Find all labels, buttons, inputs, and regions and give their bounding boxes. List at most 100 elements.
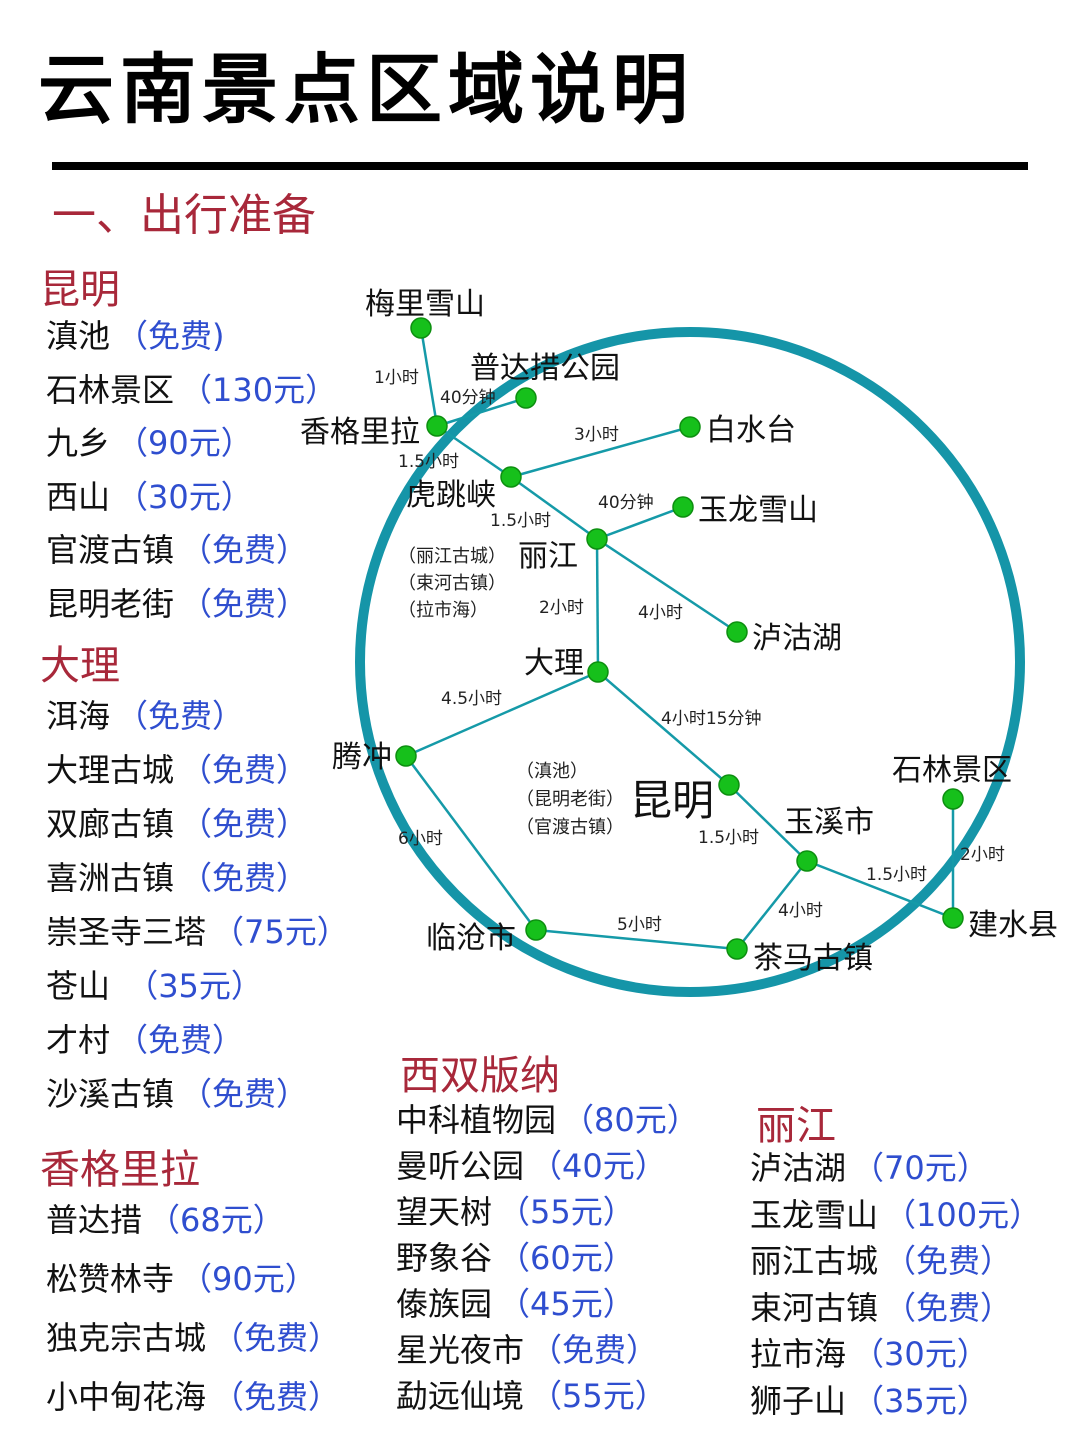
spot-item: 望天树（55元） (396, 1196, 699, 1242)
spot-item: 双廊古镇（免费） (46, 808, 349, 862)
route-line (596, 537, 738, 634)
spot-item: 沙溪古镇（免费） (46, 1078, 349, 1132)
route-time-label: 4小时15分钟 (661, 709, 761, 729)
spot-price: （免费） (180, 751, 309, 789)
spot-name: 勐远仙境 (396, 1377, 525, 1415)
spot-name: 官渡古镇 (46, 531, 175, 569)
node-tengchong (395, 745, 417, 767)
spot-item: 才村（免费） (46, 1024, 349, 1078)
section-heading: 一、出行准备 (52, 190, 316, 241)
spot-price: （45元） (498, 1285, 635, 1323)
region-title: 西双版纳 (400, 1053, 560, 1099)
route-line (436, 424, 512, 479)
spot-item: 拉市海（30元） (750, 1338, 1041, 1385)
node-lijiang (586, 528, 608, 550)
spot-name: 石林景区 (46, 370, 175, 409)
spot-price: （免费） (212, 1378, 341, 1416)
route-time-label: 40分钟 (440, 388, 496, 408)
region-dali: 大理 洱海（免费）大理古城（免费）双廊古镇（免费）喜洲古镇（免费）崇圣寺三塔（7… (40, 646, 349, 1132)
spot-item: 野象谷（60元） (396, 1242, 699, 1288)
spot-item: 滇池（免费) (46, 320, 337, 374)
spot-item: 喜洲古镇（免费） (46, 862, 349, 916)
node-label-yuxi: 玉溪市 (784, 805, 874, 840)
node-label-lijiang: 丽江 (518, 539, 578, 574)
spot-price: （90元） (116, 424, 253, 462)
spot-price: （免费） (180, 531, 309, 569)
spot-price: （免费） (180, 584, 309, 623)
spot-price: （免费) (116, 317, 225, 355)
title-divider (52, 162, 1028, 170)
node-shilin (942, 788, 964, 810)
spot-name: 大理古城 (46, 751, 175, 789)
node-dali (587, 661, 609, 683)
route-line (510, 475, 598, 541)
route-line (510, 425, 691, 479)
kunming-note: （官渡古镇） (516, 817, 624, 838)
route-line (404, 755, 538, 931)
spot-name: 泸沽湖 (750, 1149, 847, 1187)
spot-name: 双廊古镇 (46, 805, 175, 843)
spot-price: （免费） (884, 1288, 1013, 1327)
node-hutiaoxia (500, 466, 522, 488)
spot-name: 喜洲古镇 (46, 859, 175, 897)
route-time-label: 3小时 (574, 425, 619, 445)
spot-name: 九乡 (46, 424, 111, 462)
route-line (596, 505, 684, 541)
spot-list: 泸沽湖（70元）玉龙雪山（100元）丽江古城（免费）束河古镇（免费）拉市海（30… (750, 1152, 1041, 1431)
route-line (436, 396, 527, 428)
spot-list: 中科植物园（80元）曼听公园（40元）望天树（55元）野象谷（60元）傣族园（4… (396, 1104, 699, 1426)
spot-price: （35元） (116, 967, 263, 1005)
route-labels-layer: 1小时40分钟1.5小时3小时1.5小时40分钟4小时2小时4.5小时4小时15… (374, 368, 1005, 935)
spot-item: 普达措（68元） (46, 1204, 340, 1263)
region-title: 昆明 (40, 267, 120, 313)
region-shangrila: 香格里拉 普达措（68元）松赞林寺（90元）独克宗古城（免费）小中甸花海（免费） (40, 1150, 340, 1440)
node-jianshui (942, 907, 964, 929)
spot-price: （90元） (180, 1260, 317, 1298)
spot-price: （68元） (148, 1201, 285, 1239)
spot-item: 西山（30元） (46, 481, 337, 535)
spot-name: 才村 (46, 1021, 111, 1059)
node-label-shangrila: 香格里拉 (300, 415, 420, 450)
route-line (419, 327, 439, 427)
route-line (405, 670, 599, 758)
node-label-pudacuo: 普达措公园 (470, 351, 620, 386)
route-time-label: 6小时 (398, 829, 443, 849)
spot-item: 昆明老街（免费） (46, 588, 337, 642)
spot-price: （40元） (530, 1147, 667, 1185)
route-time-label: 40分钟 (598, 493, 654, 513)
spot-price: （免费） (180, 1075, 309, 1113)
spot-item: 丽江古城（免费） (750, 1245, 1041, 1292)
spot-item: 中科植物园（80元） (396, 1104, 699, 1150)
node-kunming (718, 774, 740, 796)
spot-item: 星光夜市（免费） (396, 1334, 699, 1380)
node-yulong (672, 496, 694, 518)
spot-price: （55元） (498, 1193, 635, 1231)
notes-layer: （丽江古城）（束河古镇）（拉市海）（滇池）（昆明老街）（官渡古镇） (398, 546, 624, 838)
spot-item: 狮子山（35元） (750, 1385, 1041, 1432)
node-pudacuo (515, 387, 537, 409)
node-lincang (525, 919, 547, 941)
spot-name: 拉市海 (750, 1335, 847, 1373)
region-xishuangbanna: 西双版纳 中科植物园（80元）曼听公园（40元）望天树（55元）野象谷（60元）… (396, 1053, 699, 1426)
spot-price: （免费） (180, 805, 309, 843)
spot-price: （80元） (562, 1101, 699, 1139)
route-time-label: 2小时 (539, 598, 584, 618)
spot-list: 洱海（免费）大理古城（免费）双廊古镇（免费）喜洲古镇（免费）崇圣寺三塔（75元）… (46, 700, 349, 1132)
spot-name: 束河古镇 (750, 1288, 879, 1327)
spot-name: 小中甸花海 (46, 1378, 207, 1416)
spot-name: 丽江古城 (750, 1242, 879, 1280)
region-title: 丽江 (756, 1103, 836, 1149)
spot-price: （70元） (852, 1149, 989, 1187)
node-label-tengchong: 腾冲 (332, 740, 392, 775)
region-circle (355, 327, 1025, 997)
node-label-kunming: 昆明 (630, 776, 714, 825)
region-title: 大理 (40, 643, 120, 689)
route-time-label: 1.5小时 (398, 452, 459, 472)
spot-name: 野象谷 (396, 1239, 493, 1277)
routes-layer (404, 327, 955, 951)
spot-list: 滇池（免费)石林景区（130元）九乡（90元）西山（30元）官渡古镇（免费）昆明… (46, 320, 337, 641)
route-line (535, 928, 738, 951)
node-labels-layer: 梅里雪山普达措公园香格里拉白水台虎跳峡玉龙雪山丽江泸沽湖大理腾冲昆明玉溪市石林景… (300, 287, 1058, 976)
spot-item: 勐远仙境（55元） (396, 1380, 699, 1426)
spot-price: （30元） (852, 1335, 989, 1373)
